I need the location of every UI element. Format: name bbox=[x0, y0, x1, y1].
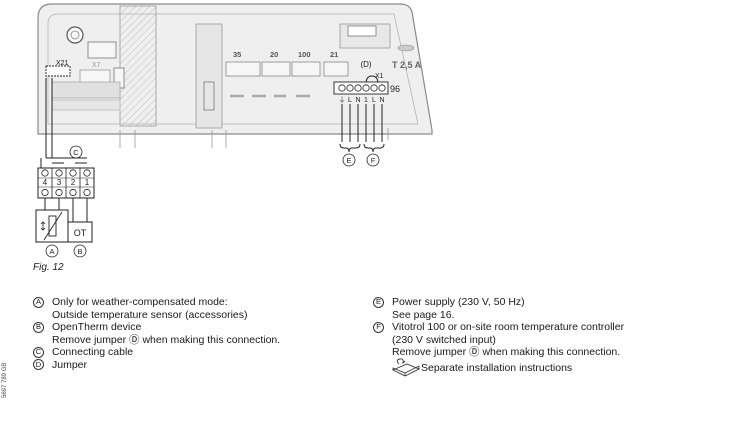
legend-line: Remove jumper Ⓓ when making this connect… bbox=[392, 346, 621, 359]
legend-text: Power supply (230 V, 50 Hz) See page 16. bbox=[392, 296, 525, 321]
controller-callout: F bbox=[366, 153, 380, 167]
callout-letter: F bbox=[371, 156, 376, 165]
terminal-label: ⏚ bbox=[339, 96, 346, 104]
terminal-label: L bbox=[348, 97, 352, 104]
port-label: 20 bbox=[270, 50, 278, 59]
plug bbox=[323, 61, 349, 77]
instruction-note-row: Separate installation instructions bbox=[391, 358, 624, 378]
plug bbox=[291, 61, 321, 77]
fuse-label: T 2,5 A bbox=[392, 60, 422, 70]
terminal-label: N bbox=[355, 97, 360, 104]
wiring-diagram: X7 X21 35 20 100 21 T 2,5 A (D) X1 96 ⏚ … bbox=[35, 3, 433, 258]
power-supply-callout: E bbox=[342, 153, 356, 167]
instruction-note: Separate installation instructions bbox=[421, 361, 573, 374]
jumper-letter: D bbox=[363, 60, 369, 69]
legend-item-c: C Connecting cable bbox=[33, 346, 280, 359]
port-label: 100 bbox=[298, 50, 311, 59]
legend-text: Vitotrol 100 or on-site room temperature… bbox=[391, 321, 625, 378]
terminal-block-grey-lower bbox=[51, 99, 121, 111]
legend-text: OpenTherm device Remove jumper Ⓓ when ma… bbox=[52, 321, 280, 346]
x21-label: X21 bbox=[56, 60, 69, 67]
terminal-label: N bbox=[379, 97, 384, 104]
sensor-callout: A bbox=[45, 244, 59, 258]
opentherm-label: OT bbox=[74, 228, 87, 238]
x1-plug-screws bbox=[338, 84, 386, 92]
callout-letter: E bbox=[346, 156, 351, 165]
legend-item-e: E Power supply (230 V, 50 Hz) See page 1… bbox=[373, 296, 624, 321]
figure-caption: Fig. 12 bbox=[33, 262, 64, 273]
x21-connector bbox=[45, 65, 71, 77]
legend-symbol: F bbox=[373, 321, 384, 333]
x1-wires bbox=[339, 104, 385, 153]
legend-item-f: F Vitotrol 100 or on-site room temperatu… bbox=[373, 321, 624, 378]
outside-temperature-sensor bbox=[35, 209, 69, 243]
callout-close: ) bbox=[369, 60, 372, 69]
connecting-cable-callout: C bbox=[69, 145, 83, 159]
legend-item-b: B OpenTherm device Remove jumper Ⓓ when … bbox=[33, 321, 280, 346]
jumper-wire bbox=[365, 75, 379, 85]
strip-number: 1 bbox=[85, 178, 90, 187]
legend-line: Outside temperature sensor (accessories) bbox=[52, 308, 248, 321]
legend-text: Jumper bbox=[52, 359, 87, 372]
legend-symbol: B bbox=[33, 321, 44, 333]
fuse-holder bbox=[397, 44, 415, 52]
legend-line: OpenTherm device bbox=[52, 321, 142, 334]
callout-letter: C bbox=[73, 148, 79, 157]
x1-terminal-labels: ⏚ L N 1 L N bbox=[339, 96, 385, 104]
legend-right: E Power supply (230 V, 50 Hz) See page 1… bbox=[373, 296, 624, 378]
legend-line: Vitotrol 100 or on-site room temperature… bbox=[392, 321, 625, 334]
terminal-block-grey bbox=[51, 81, 121, 99]
port-label: 21 bbox=[330, 50, 338, 59]
legend-symbol: A bbox=[33, 296, 44, 308]
upper-connector bbox=[87, 41, 117, 59]
legend-line: Only for weather-compensated mode: bbox=[52, 296, 228, 308]
legend-line: See page 16. bbox=[392, 308, 455, 321]
manual-book-icon bbox=[391, 358, 421, 377]
dial-knob-icon bbox=[66, 26, 84, 44]
jumper-callout: (D) bbox=[360, 60, 371, 69]
callout-letter: B bbox=[77, 247, 82, 256]
strip-number: 3 bbox=[57, 178, 62, 187]
terminal-strip: 4 3 2 1 bbox=[37, 167, 95, 199]
x7-label: X7 bbox=[92, 62, 101, 69]
legend-item-d: D Jumper bbox=[33, 359, 280, 372]
opentherm-callout: B bbox=[73, 244, 87, 258]
device-wires bbox=[44, 198, 88, 222]
legend-line: Remove jumper Ⓓ when making this connect… bbox=[52, 333, 281, 346]
legend-line: (230 V switched input) bbox=[392, 333, 496, 346]
plug bbox=[225, 61, 261, 77]
legend-symbol: C bbox=[33, 346, 44, 358]
terminal-label: L bbox=[372, 97, 376, 104]
legend-left: A Only for weather-compensated mode: Out… bbox=[33, 296, 280, 372]
module-cap bbox=[347, 25, 377, 37]
port-label: 35 bbox=[233, 50, 241, 59]
connecting-cable bbox=[40, 78, 87, 168]
callout-letter: A bbox=[49, 247, 54, 256]
legend-line: Connecting cable bbox=[52, 346, 134, 359]
callout-open: ( bbox=[360, 60, 363, 69]
opentherm-device: OT bbox=[67, 221, 93, 243]
legend-line: Jumper bbox=[52, 358, 88, 371]
legend-symbol: D bbox=[33, 359, 44, 371]
legend-line: Power supply (230 V, 50 Hz) bbox=[392, 296, 525, 308]
strip-number: 2 bbox=[71, 178, 76, 187]
legend-item-a: A Only for weather-compensated mode: Out… bbox=[33, 296, 280, 321]
x1-label: X1 bbox=[375, 73, 384, 80]
terminal-label: 1 bbox=[364, 97, 368, 104]
legend-text: Only for weather-compensated mode: Outsi… bbox=[52, 296, 248, 321]
plug-number: 96 bbox=[390, 84, 400, 94]
strip-number: 4 bbox=[43, 178, 48, 187]
board-plug-row: 35 20 100 21 bbox=[225, 50, 349, 98]
document-number: 5697 789 GB bbox=[2, 362, 8, 398]
legend-symbol: E bbox=[373, 296, 384, 308]
plug bbox=[261, 61, 291, 77]
legend-text: Connecting cable bbox=[52, 346, 133, 359]
